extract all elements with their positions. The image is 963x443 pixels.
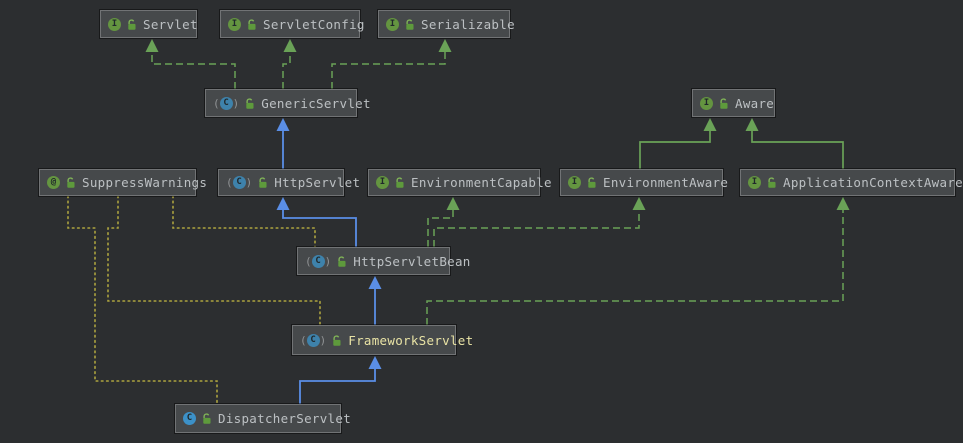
lock-icon <box>586 176 598 189</box>
node-label: SuppressWarnings <box>82 175 208 190</box>
edge-suppresswarnings-httpservletbean <box>172 195 316 248</box>
interface-icon: I <box>386 17 399 31</box>
node-environmentcapable[interactable]: I EnvironmentCapable <box>368 169 552 196</box>
node-label: FrameworkServlet <box>348 332 474 348</box>
lock-icon <box>718 97 730 110</box>
node-label: Aware <box>735 95 775 111</box>
edge-httpservletbean-environmentaware <box>433 210 640 247</box>
arrowhead-httpservletbean-httpservlet <box>276 197 290 210</box>
lock-icon <box>244 97 256 110</box>
interface-icon: I <box>228 17 241 31</box>
node-httpservletbean[interactable]: (C) HttpServletBean <box>297 247 470 275</box>
edge-genericservlet-servlet <box>151 52 236 89</box>
node-label: EnvironmentCapable <box>411 175 552 190</box>
arrowhead-httpservletbean-environmentaware <box>632 197 646 210</box>
interface-icon: I <box>108 17 121 31</box>
interface-icon: I <box>700 96 713 110</box>
edge-frameworkservlet-applicationcontextaware <box>426 210 844 325</box>
abstract-class-icon: (C) <box>213 96 240 110</box>
arrowhead-genericservlet-servletconfig <box>283 39 297 52</box>
edge-dispatcherservlet-frameworkservlet <box>299 369 376 404</box>
lock-icon <box>331 334 343 347</box>
edge-httpservletbean-httpservlet <box>282 210 357 247</box>
node-label: Serializable <box>421 16 515 32</box>
node-label: GenericServlet <box>261 95 371 111</box>
lock-icon <box>394 176 406 189</box>
lock-icon <box>257 176 269 189</box>
lock-icon <box>336 255 348 268</box>
arrowhead-frameworkservlet-httpservletbean <box>368 276 382 289</box>
abstract-class-icon: (C) <box>226 176 253 189</box>
node-suppresswarnings[interactable]: @ SuppressWarnings <box>39 169 207 196</box>
node-label: DispatcherServlet <box>218 411 352 426</box>
abstract-class-icon: (C) <box>300 333 327 347</box>
node-label: Servlet <box>143 16 198 32</box>
class-icon: C <box>183 412 196 425</box>
arrowhead-environmentaware-aware <box>703 118 717 131</box>
edge-httpservletbean-environmentcapable <box>427 210 454 247</box>
node-genericservlet[interactable]: (C) GenericServlet <box>205 89 371 117</box>
node-serializable[interactable]: I Serializable <box>378 10 515 38</box>
node-aware[interactable]: I Aware <box>692 89 775 117</box>
node-servlet[interactable]: I Servlet <box>100 10 197 38</box>
edge-environmentaware-aware <box>639 131 711 169</box>
node-label: ApplicationContextAware <box>783 175 963 190</box>
edge-genericservlet-servletconfig <box>282 52 291 89</box>
arrowhead-genericservlet-serializable <box>438 39 452 52</box>
arrowhead-frameworkservlet-applicationcontextaware <box>836 197 850 210</box>
arrowhead-applicationcontextaware-aware <box>745 118 759 131</box>
node-label: EnvironmentAware <box>603 175 729 190</box>
arrowhead-genericservlet-servlet <box>145 39 159 52</box>
edge-suppresswarnings-dispatcherservlet <box>67 195 218 405</box>
lock-icon <box>246 18 258 31</box>
lock-icon <box>201 412 213 425</box>
lock-icon <box>404 18 416 31</box>
node-applicationcontextaware[interactable]: I ApplicationContextAware <box>740 169 963 196</box>
interface-icon: I <box>376 176 389 189</box>
interface-icon: I <box>748 176 761 189</box>
node-servletconfig[interactable]: I ServletConfig <box>220 10 364 38</box>
arrowhead-httpservlet-genericservlet <box>276 118 290 131</box>
arrowhead-httpservletbean-environmentcapable <box>446 197 460 210</box>
edge-suppresswarnings-frameworkservlet <box>107 195 321 326</box>
node-label: HttpServlet <box>274 175 361 190</box>
annotation-icon: @ <box>47 176 60 189</box>
lock-icon <box>65 176 77 189</box>
abstract-class-icon: (C) <box>305 254 332 268</box>
node-environmentaware[interactable]: I EnvironmentAware <box>560 169 728 196</box>
lock-icon <box>766 176 778 189</box>
edge-genericservlet-serializable <box>331 52 446 89</box>
arrowhead-dispatcherservlet-frameworkservlet <box>368 356 382 369</box>
interface-icon: I <box>568 176 581 189</box>
node-dispatcherservlet[interactable]: C DispatcherServlet <box>175 404 351 433</box>
node-label: HttpServletBean <box>353 253 471 269</box>
edge-applicationcontextaware-aware <box>751 131 844 169</box>
node-frameworkservlet[interactable]: (C) FrameworkServlet <box>292 325 473 355</box>
node-label: ServletConfig <box>263 16 365 32</box>
lock-icon <box>126 18 138 31</box>
node-httpservlet[interactable]: (C) HttpServlet <box>218 169 360 196</box>
